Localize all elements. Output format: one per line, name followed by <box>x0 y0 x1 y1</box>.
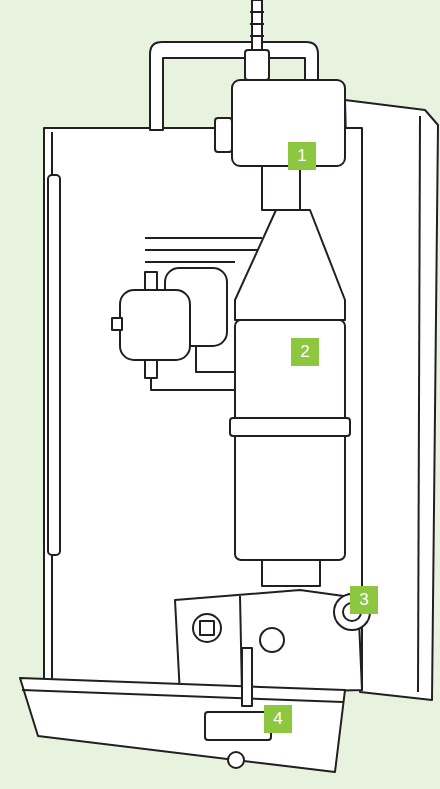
clamp-band <box>230 418 350 436</box>
port-nut <box>200 621 214 635</box>
fitting <box>145 272 157 290</box>
callout-number: 1 <box>288 142 316 170</box>
callout-number: 3 <box>350 586 378 614</box>
barb-ring <box>250 11 264 13</box>
port <box>193 614 221 642</box>
cylinder <box>235 320 345 560</box>
latch <box>228 752 244 768</box>
neck <box>262 560 320 586</box>
drain-pipe <box>242 648 252 706</box>
fitting <box>245 50 269 80</box>
callout-number: 2 <box>291 338 319 366</box>
bracket <box>205 712 271 740</box>
tray-edge <box>22 690 343 702</box>
top-block-tab <box>215 118 232 152</box>
port <box>260 628 284 652</box>
pipe <box>151 346 235 390</box>
fitting <box>112 318 122 330</box>
cone <box>235 210 345 320</box>
barb-ring <box>250 23 264 25</box>
callout-number: 4 <box>264 705 292 733</box>
fitting <box>145 360 157 378</box>
side-slot <box>48 175 60 555</box>
neck <box>262 166 300 210</box>
valve-block <box>175 590 362 695</box>
filter-housing <box>120 290 190 360</box>
barb-ring <box>250 35 264 37</box>
panel-edge <box>418 116 420 692</box>
pipe <box>145 238 262 262</box>
base-tray <box>20 678 345 772</box>
